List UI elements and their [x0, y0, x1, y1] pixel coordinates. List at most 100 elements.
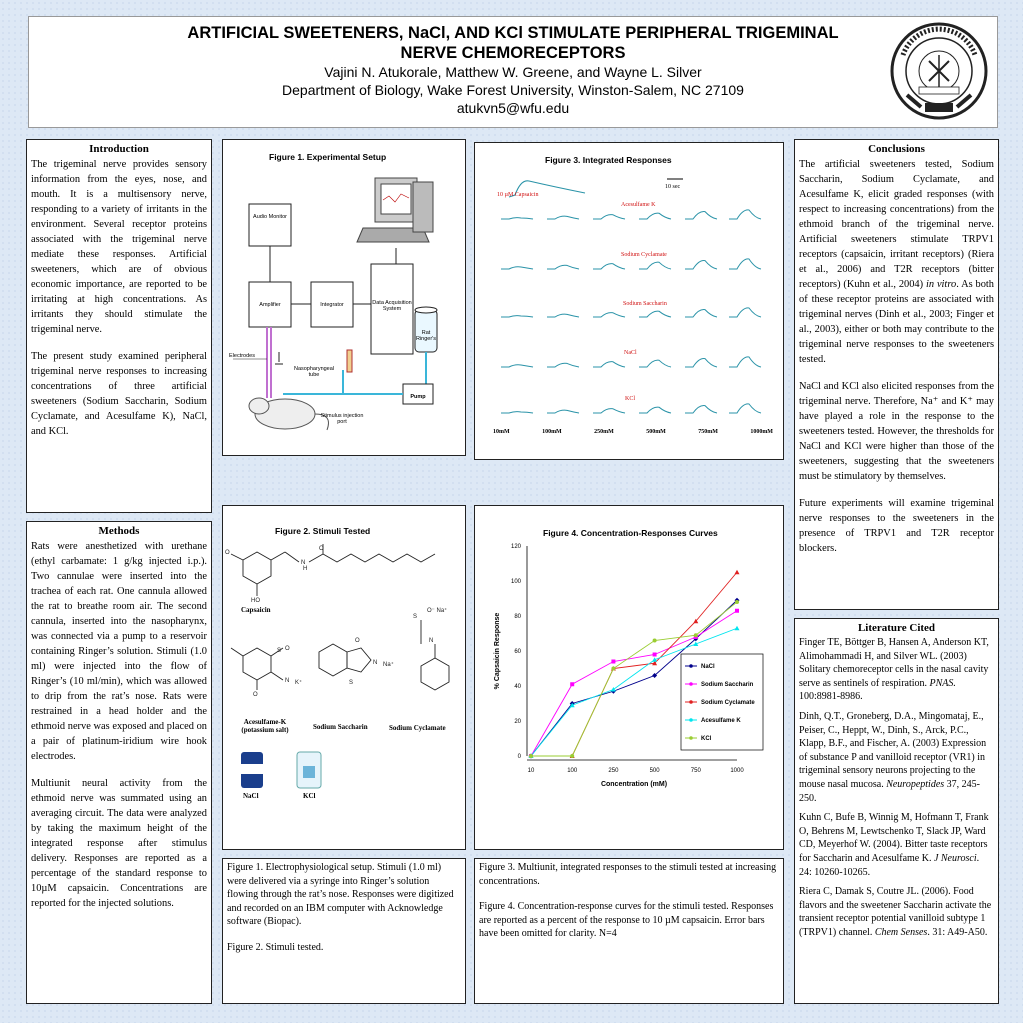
introduction-paragraph-2: The present study examined peripheral tr… — [31, 351, 207, 437]
data-point — [693, 641, 699, 646]
x-tick-label: 250 — [608, 768, 619, 774]
reference-1: Finger TE, Böttger B, Hansen A, Anderson… — [795, 636, 998, 704]
svg-text:O⁻ Na⁺: O⁻ Na⁺ — [427, 607, 447, 614]
introduction-panel: Introduction The trigeminal nerve provid… — [26, 139, 212, 513]
row-label-kcl: KCl — [625, 396, 636, 402]
conclusions-panel: Conclusions The artificial sweeteners te… — [794, 139, 999, 610]
series-line — [530, 627, 738, 757]
capsaicin-trace — [508, 180, 586, 198]
row-label-acesulfame-k: Acesulfame K — [621, 202, 656, 208]
response-trace — [639, 261, 672, 270]
x-axis-label: Concentration (mM) — [601, 781, 667, 788]
poster-title: ARTIFICIAL SWEETENERS, NaCl, AND KCl STI… — [29, 23, 997, 63]
figure-1-title: Figure 1. Experimental Setup — [269, 152, 387, 162]
methods-panel: Methods Rats were anesthetized with uret… — [26, 521, 212, 1004]
conclusions-paragraph-2: NaCl and KCl also elicited responses fro… — [799, 381, 994, 482]
chart-legend — [680, 653, 764, 751]
introduction-paragraph-1: The trigeminal nerve provides sensory in… — [31, 159, 207, 335]
data-point — [529, 754, 533, 758]
figure-2-title: Figure 2. Stimuli Tested — [275, 526, 371, 536]
ref-text: Finger TE, Böttger B, Hansen A, Anderson… — [799, 637, 989, 689]
tube-label: Nasopharyngeal tube — [293, 366, 335, 378]
x-tick-label: 500 — [650, 768, 661, 774]
conclusions-p1-part: . As both of these receptor proteins are… — [799, 279, 995, 365]
svg-text:O: O — [319, 546, 324, 552]
response-trace — [593, 263, 626, 270]
pump-label: Pump — [410, 394, 426, 400]
figure-4-panel: Figure 4. Concentration-Responses Curves… — [474, 505, 784, 850]
response-trace — [501, 315, 534, 318]
x-tick-label: 10 — [528, 768, 535, 774]
svg-text:S: S — [349, 680, 353, 686]
legend-label: Sodium Saccharin — [701, 682, 754, 688]
data-point — [570, 754, 575, 758]
ref-text: Riera C, Damak S, Coutre JL. (2006). Foo… — [799, 886, 992, 938]
svg-text:O: O — [253, 692, 258, 698]
ref-journal: J Neurosci — [933, 852, 977, 864]
nacl-label: NaCl — [243, 792, 259, 800]
data-point — [734, 569, 740, 575]
response-trace — [729, 307, 762, 318]
sodium-saccharin-label: Sodium Saccharin — [313, 723, 368, 731]
integrated-response-traces — [501, 178, 762, 414]
ref-text: Kuhn C, Bufe B, Winnig M, Hofmann T, Fra… — [799, 812, 989, 864]
response-trace — [593, 312, 626, 318]
acesulfame-k-label: Acesulfame-K (potassium salt) — [241, 718, 289, 734]
svg-text:H: H — [303, 566, 307, 572]
conclusions-paragraph-1: The artificial sweeteners tested, Sodium… — [799, 157, 994, 367]
row-label-sodium-cyclamate: Sodium Cyclamate — [621, 252, 667, 258]
conc-label: 250mM — [594, 429, 614, 435]
daq-label: Data Acquisition System — [372, 300, 412, 312]
y-tick-label: 40 — [514, 684, 521, 690]
authors: Vajini N. Atukorale, Matthew W. Greene, … — [324, 64, 702, 80]
data-point — [693, 633, 698, 638]
y-axis-label: % Capsaicin Response — [494, 613, 501, 690]
introduction-title: Introduction — [89, 143, 149, 155]
ref-journal: Chem Senses — [874, 926, 928, 938]
response-trace — [501, 411, 534, 414]
response-trace — [729, 209, 762, 220]
svg-text:K⁺: K⁺ — [295, 679, 302, 686]
response-trace — [547, 215, 580, 220]
conclusions-text: The artificial sweeteners tested, Sodium… — [795, 157, 998, 556]
conc-label: 10mM — [493, 429, 510, 435]
ringers-label: Rat Ringer's — [415, 330, 436, 342]
experimental-setup-diagram — [233, 177, 438, 431]
literature-title: Literature Cited — [857, 622, 936, 634]
svg-text:N: N — [429, 638, 433, 644]
audio-monitor-label: Audio Monitor — [253, 214, 287, 220]
data-point — [735, 608, 739, 613]
figure-4-caption: Figure 4. Concentration-response curves … — [479, 901, 774, 939]
sodium-cyclamate-label: Sodium Cyclamate — [389, 724, 446, 732]
conc-label: 100mM — [542, 429, 562, 435]
y-tick-label: 100 — [511, 579, 522, 585]
data-point — [610, 687, 616, 692]
capsaicin-label: Capsaicin — [241, 606, 271, 614]
response-trace — [639, 310, 672, 318]
y-tick-label: 20 — [514, 719, 521, 725]
ref-text: 37, 245-250. — [799, 778, 981, 804]
conclusions-p1-italic: in vitro — [925, 279, 957, 290]
affiliation: Department of Biology, Wake Forest Unive… — [282, 82, 744, 98]
legend-marker — [689, 736, 693, 740]
reference-4: Riera C, Damak S, Coutre JL. (2006). Foo… — [795, 885, 998, 939]
response-trace — [547, 313, 580, 318]
reference-2: Dinh, Q.T., Groneberg, D.A., Mingomataj,… — [795, 710, 998, 805]
x-tick-label: 1000 — [730, 768, 744, 774]
methods-title: Methods — [98, 525, 140, 537]
captions-text-right: Figure 3. Multiunit, integrated response… — [475, 859, 783, 941]
response-trace — [729, 403, 762, 414]
row-label-sodium-saccharin: Sodium Saccharin — [623, 301, 667, 307]
data-point — [735, 600, 739, 604]
literature-panel: Literature Cited Finger TE, Böttger B, H… — [794, 618, 999, 1004]
response-trace — [501, 217, 534, 220]
data-point — [611, 666, 616, 671]
y-tick-label: 60 — [514, 649, 521, 655]
ref-journal: Neuropeptides — [886, 778, 945, 790]
kcl-label: KCl — [303, 792, 316, 800]
response-trace — [547, 264, 580, 270]
response-trace — [685, 358, 718, 368]
conc-label: 750mM — [698, 429, 718, 435]
ref-text: Dinh, Q.T., Groneberg, D.A., Mingomataj,… — [799, 710, 987, 790]
